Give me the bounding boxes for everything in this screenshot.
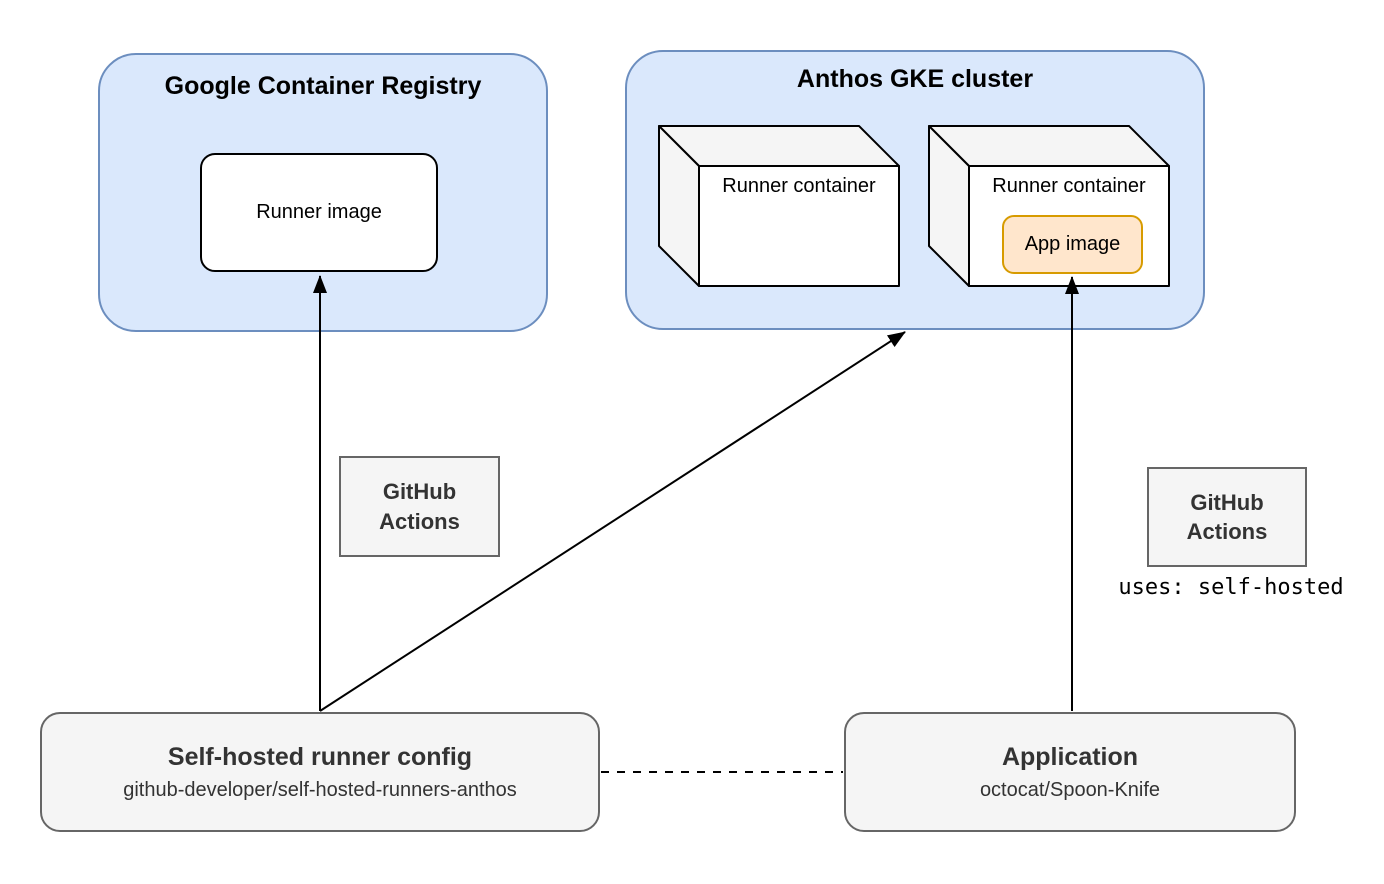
- runner-image-node: Runner image: [200, 153, 438, 272]
- application-repo: octocat/Spoon-Knife: [979, 778, 1161, 801]
- gke-cluster-title: Anthos GKE cluster: [796, 65, 1034, 93]
- runner-container-label-1: Runner container: [722, 175, 876, 197]
- app-image-label: App image: [1024, 233, 1121, 255]
- github-actions-left-line-2: Actions: [379, 508, 460, 534]
- github-actions-left-line-1: GitHub: [382, 479, 457, 505]
- github-actions-right-line-1: GitHub: [1190, 489, 1264, 515]
- gcr-title: Google Container Registry: [164, 72, 482, 100]
- runner-image-label: Runner image: [256, 201, 382, 223]
- github-actions-badge-right: GitHub Actions: [1147, 467, 1307, 567]
- runner-config-node: Self-hosted runner config github-develop…: [40, 712, 600, 832]
- runner-config-title: Self-hosted runner config: [167, 742, 473, 771]
- application-node: Application octocat/Spoon-Knife: [844, 712, 1296, 832]
- runner-config-repo: github-developer/self-hosted-runners-ant…: [123, 778, 517, 801]
- uses-self-hosted-caption: uses: self-hosted: [1118, 575, 1344, 600]
- github-actions-right-line-2: Actions: [1186, 519, 1268, 544]
- application-title: Application: [1001, 742, 1139, 771]
- github-actions-badge-left: GitHub Actions: [339, 456, 500, 557]
- app-image-node: App image: [1002, 215, 1143, 274]
- runner-container-label-2: Runner container: [992, 175, 1146, 197]
